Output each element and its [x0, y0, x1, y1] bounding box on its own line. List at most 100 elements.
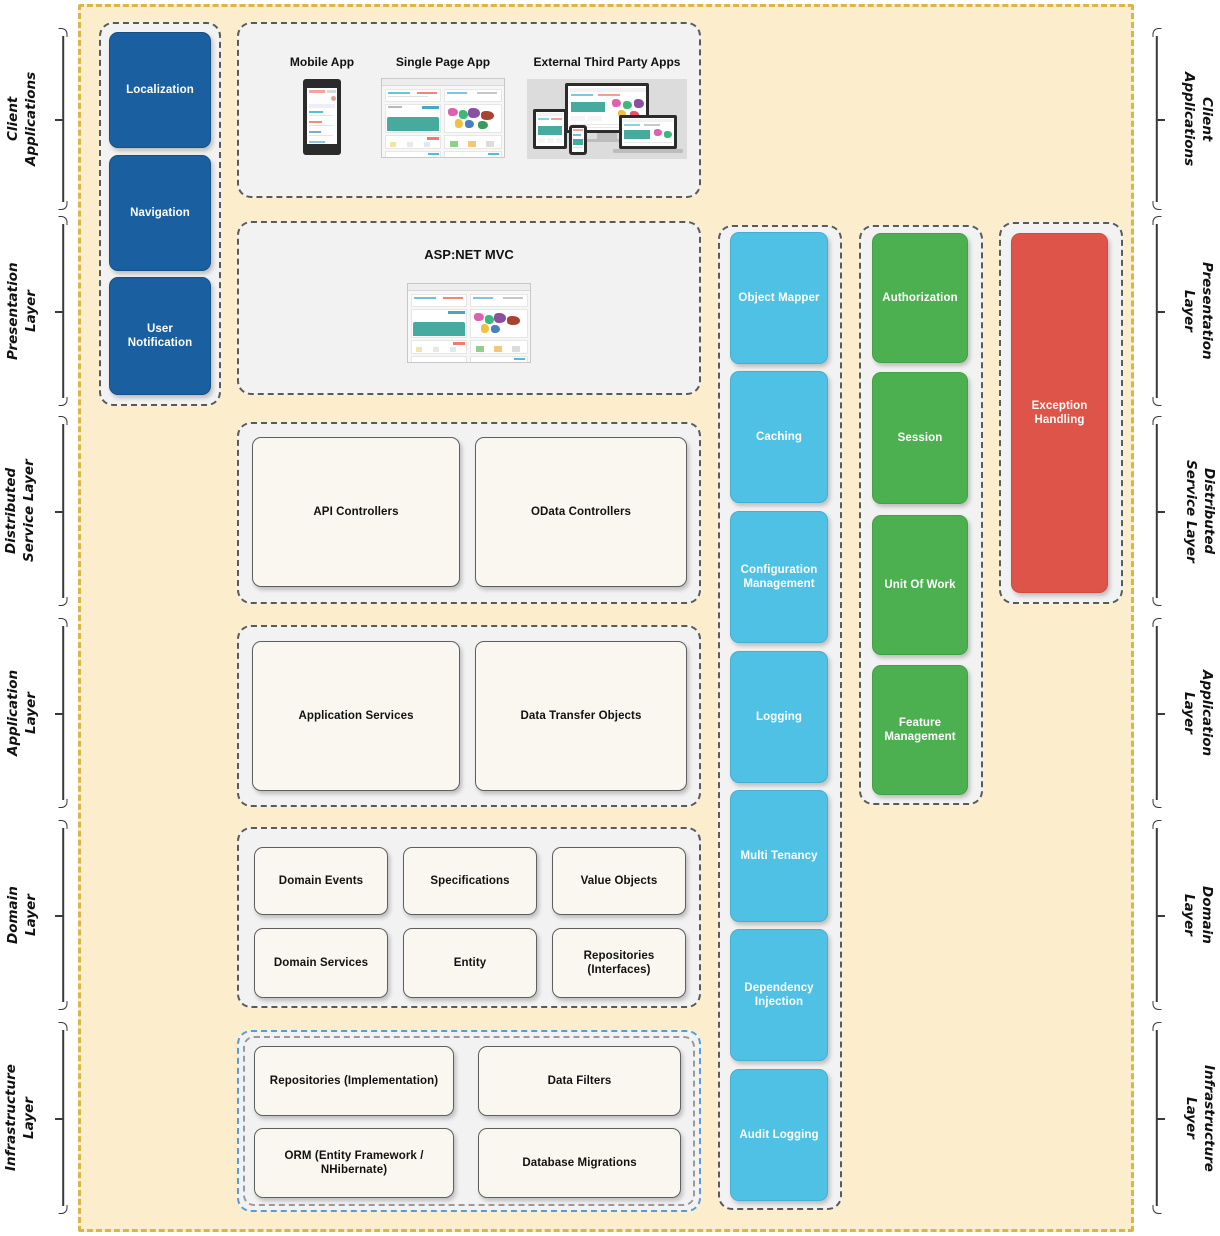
right-label-presentation-layer: Presentation Layer [1180, 262, 1215, 360]
card-data-transfer-objects[interactable]: Data Transfer Objects [475, 641, 687, 791]
card-application-services-label: Application Services [298, 709, 414, 722]
left-label-client-applications: Client Applications [5, 71, 40, 167]
card-repositories-implementation-label: Repositories (Implementation) [269, 1074, 439, 1087]
card-feature-management[interactable]: Feature Management [872, 665, 968, 795]
tablet-screen [536, 112, 564, 146]
card-configuration-management[interactable]: Configuration Management [730, 511, 828, 643]
card-odata-controllers-label: OData Controllers [530, 505, 632, 518]
card-navigation[interactable]: Navigation [109, 155, 211, 271]
smartphone-screen [572, 128, 584, 152]
bracket-left-distributed-service-layer [52, 416, 74, 606]
mobile-app-thumbnail [303, 79, 341, 155]
laptop-screen [622, 118, 674, 146]
card-data-filters-label: Data Filters [547, 1074, 612, 1087]
left-label-distributed-service-layer: Distributed Service Layer [3, 459, 38, 563]
right-label-distributed-service-layer: Distributed Service Layer [1182, 459, 1217, 563]
card-authorization[interactable]: Authorization [872, 233, 968, 363]
card-authorization-label: Authorization [882, 291, 958, 304]
bracket-right-distributed-service-layer [1146, 416, 1168, 606]
card-specifications-label: Specifications [430, 874, 510, 887]
card-domain-services[interactable]: Domain Services [254, 928, 388, 998]
card-audit-logging-label: Audit Logging [739, 1128, 819, 1141]
laptop-icon [619, 115, 677, 149]
bracket-left-presentation-layer [52, 216, 74, 406]
browser-chrome [382, 79, 504, 86]
card-dependency-injection[interactable]: Dependency Injection [730, 929, 828, 1061]
single-page-app-thumbnail [381, 78, 505, 158]
aspnet-dashboard-screen [408, 291, 530, 362]
card-object-mapper-label: Object Mapper [738, 291, 820, 304]
spa-dashboard-screen [382, 86, 504, 157]
card-entity-label: Entity [453, 956, 487, 969]
card-entity[interactable]: Entity [403, 928, 537, 998]
card-application-services[interactable]: Application Services [252, 641, 460, 791]
card-api-controllers[interactable]: API Controllers [252, 437, 460, 587]
card-domain-events-label: Domain Events [278, 874, 364, 887]
right-label-infrastructure-layer: Infrastructure Layer [1182, 1064, 1217, 1172]
external-apps-thumbnail [527, 79, 687, 159]
desktop-monitor-icon [565, 83, 649, 133]
card-value-objects-label: Value Objects [580, 874, 658, 887]
card-domain-services-label: Domain Services [273, 956, 369, 969]
smartphone-icon [569, 125, 587, 155]
card-multi-tenancy[interactable]: Multi Tenancy [730, 790, 828, 922]
card-configuration-management-label: Configuration Management [740, 563, 818, 590]
card-localization-label: Localization [126, 83, 194, 96]
card-session-label: Session [897, 431, 943, 444]
client-app-title-spa: Single Page App [395, 55, 491, 69]
client-app-title-mobile: Mobile App [289, 55, 355, 69]
bracket-left-client-applications [52, 28, 74, 210]
card-user-notification-label: User Notification [127, 322, 193, 349]
card-navigation-label: Navigation [130, 206, 190, 219]
card-user-notification[interactable]: User Notification [109, 277, 211, 395]
mobile-app-screen [307, 88, 337, 144]
card-data-transfer-objects-label: Data Transfer Objects [520, 709, 642, 722]
left-label-domain-layer: Domain Layer [5, 886, 40, 944]
bracket-left-application-layer [52, 618, 74, 808]
card-session[interactable]: Session [872, 372, 968, 504]
card-repositories-interfaces[interactable]: Repositories (Interfaces) [552, 928, 686, 998]
right-label-client-applications: Client Applications [1180, 71, 1215, 167]
card-api-controllers-label: API Controllers [313, 505, 399, 518]
left-label-application-layer: Application Layer [5, 669, 40, 757]
card-logging-label: Logging [755, 710, 803, 723]
card-specifications[interactable]: Specifications [403, 847, 537, 915]
bracket-left-domain-layer [52, 820, 74, 1010]
card-unit-of-work[interactable]: Unit Of Work [872, 515, 968, 655]
card-unit-of-work-label: Unit Of Work [884, 578, 956, 591]
card-dependency-injection-label: Dependency Injection [744, 981, 814, 1008]
card-repositories-interfaces-label: Repositories (Interfaces) [583, 949, 655, 976]
bracket-right-infrastructure-layer [1146, 1022, 1168, 1214]
card-value-objects[interactable]: Value Objects [552, 847, 686, 915]
card-database-migrations-label: Database Migrations [522, 1156, 637, 1169]
card-repositories-implementation[interactable]: Repositories (Implementation) [254, 1046, 454, 1116]
card-caching-label: Caching [755, 430, 803, 443]
left-label-presentation-layer: Presentation Layer [5, 262, 40, 360]
card-domain-events[interactable]: Domain Events [254, 847, 388, 915]
bracket-right-presentation-layer [1146, 216, 1168, 406]
card-localization[interactable]: Localization [109, 32, 211, 148]
bracket-right-client-applications [1146, 28, 1168, 210]
aspnet-mvc-title: ASP:NET MVC [424, 247, 514, 262]
bracket-right-domain-layer [1146, 820, 1168, 1010]
card-feature-management-label: Feature Management [884, 716, 956, 743]
right-label-application-layer: Application Layer [1180, 669, 1215, 757]
card-data-filters[interactable]: Data Filters [478, 1046, 681, 1116]
bracket-left-infrastructure-layer [52, 1022, 74, 1214]
card-object-mapper[interactable]: Object Mapper [730, 232, 828, 364]
card-orm[interactable]: ORM (Entity Framework / NHibernate) [254, 1128, 454, 1198]
card-exception-handling[interactable]: Exception Handling [1011, 233, 1108, 593]
tablet-icon [533, 109, 567, 149]
card-database-migrations[interactable]: Database Migrations [478, 1128, 681, 1198]
left-label-infrastructure-layer: Infrastructure Layer [3, 1064, 38, 1172]
card-caching[interactable]: Caching [730, 371, 828, 503]
aspnet-mvc-thumbnail [407, 283, 531, 363]
aspnet-browser-chrome [408, 284, 530, 291]
card-multi-tenancy-label: Multi Tenancy [740, 849, 818, 862]
card-logging[interactable]: Logging [730, 651, 828, 783]
card-orm-label: ORM (Entity Framework / NHibernate) [284, 1149, 424, 1176]
client-app-title-external: External Third Party Apps [533, 55, 681, 69]
card-audit-logging[interactable]: Audit Logging [730, 1069, 828, 1201]
card-odata-controllers[interactable]: OData Controllers [475, 437, 687, 587]
